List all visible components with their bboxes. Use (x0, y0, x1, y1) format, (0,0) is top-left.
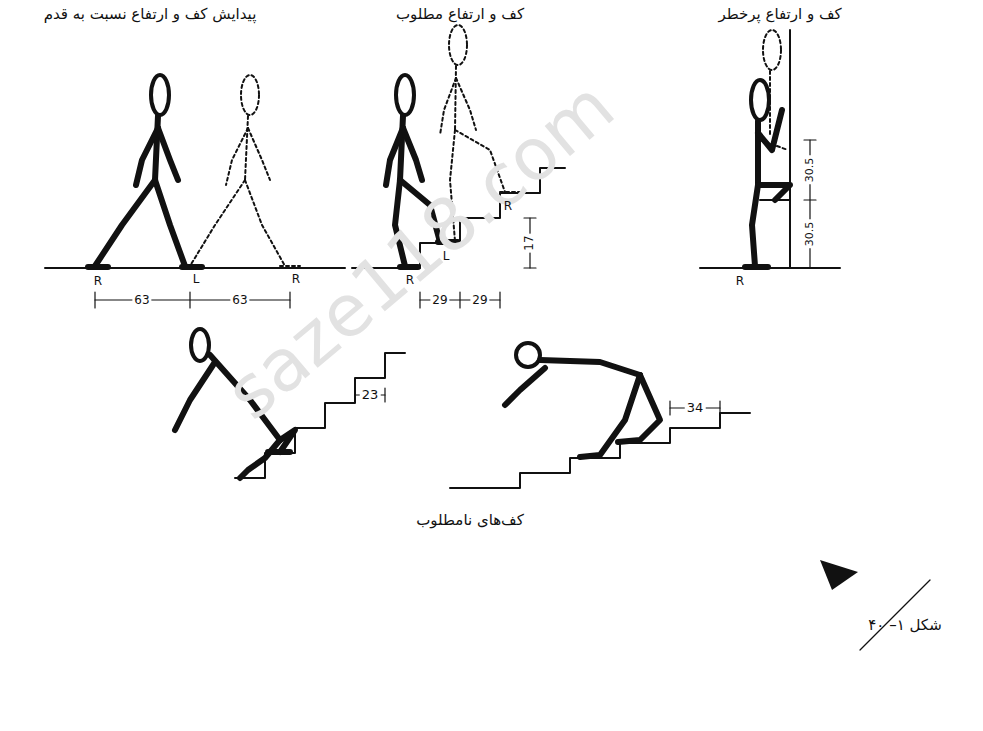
dimension-label: 29 (470, 294, 489, 307)
caption-text: کف‌های نامطلوب (416, 512, 524, 529)
dimension-label: 17 (523, 233, 536, 252)
watermark: saze118.com (212, 66, 629, 434)
dimension-label: 63 (132, 294, 151, 307)
dimension-label: 63 (230, 294, 249, 307)
caption-text: پیدایش کف و ارتفاع نسبت به قدم (44, 6, 257, 23)
dimension-label: L (443, 250, 450, 263)
caption-text: کف و ارتفاع پرخطر (718, 6, 841, 23)
dimension-label: 34 (685, 401, 706, 415)
dimension-label: R (736, 275, 744, 288)
dimension-label: L (193, 273, 200, 286)
dimension-label: R (94, 275, 102, 288)
dimension-label: 30.5 (804, 220, 816, 249)
caption-text: شکل ۱– ۴۰ (868, 617, 941, 634)
caption-text: کف و ارتفاع مطلوب (396, 6, 524, 23)
dimension-label: 29 (430, 294, 449, 307)
dimension-label: R (406, 274, 414, 287)
dimension-label: R (504, 200, 512, 213)
dimension-label: R (292, 273, 300, 286)
dimension-label: 23 (360, 388, 381, 402)
dimension-label: 30.5 (804, 156, 816, 185)
